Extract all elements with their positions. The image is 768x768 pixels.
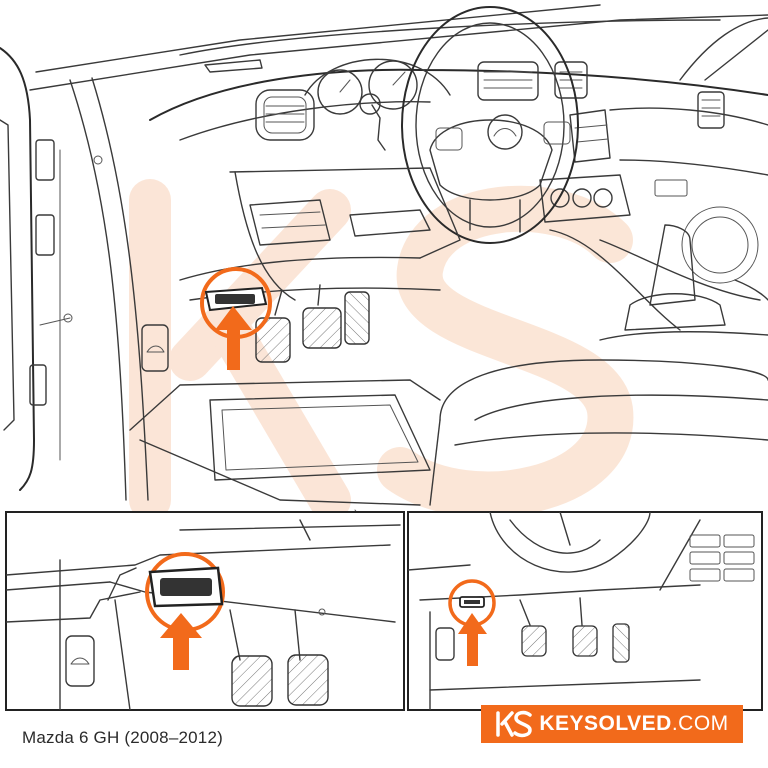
pedal-brake <box>572 625 598 657</box>
inset-left-view <box>5 511 405 711</box>
pedal-brake <box>302 284 342 349</box>
main-view <box>0 4 768 546</box>
pedal-accelerator <box>612 623 630 663</box>
brand-name: KEYSOLVED.COM <box>539 712 728 736</box>
watermark-logo <box>129 179 634 521</box>
pedal-accelerator <box>344 291 370 345</box>
obd-port-icon <box>148 566 224 608</box>
steering-wheel <box>359 6 579 244</box>
arrow-up-icon <box>458 613 487 666</box>
brand-name-main: KEYSOLVED <box>539 712 672 735</box>
obd-port-icon <box>204 286 268 312</box>
mazda-logo-icon <box>487 114 523 150</box>
arrow-up-icon <box>160 613 202 670</box>
obd-port-icon <box>459 596 485 608</box>
vehicle-caption: Mazda 6 GH (2008–2012) <box>22 728 223 747</box>
hood-release-icon <box>65 635 95 687</box>
hood-release-icon <box>141 324 169 372</box>
obd-port-highlight-left <box>145 552 225 670</box>
keysolved-logo-icon <box>496 710 532 738</box>
hood-release-icon <box>435 627 455 661</box>
arrow-up-icon <box>215 306 252 370</box>
obd-port-highlight-main <box>200 267 272 370</box>
inset-right-view <box>407 511 763 711</box>
pedal-brake <box>287 654 329 706</box>
pedal-clutch <box>255 289 291 363</box>
brand-badge[interactable]: KEYSOLVED.COM <box>481 705 743 743</box>
obd-port-highlight-right <box>448 579 496 666</box>
pedal-clutch <box>521 625 547 657</box>
pedal-clutch <box>231 655 273 707</box>
brand-domain: .COM <box>671 712 729 735</box>
